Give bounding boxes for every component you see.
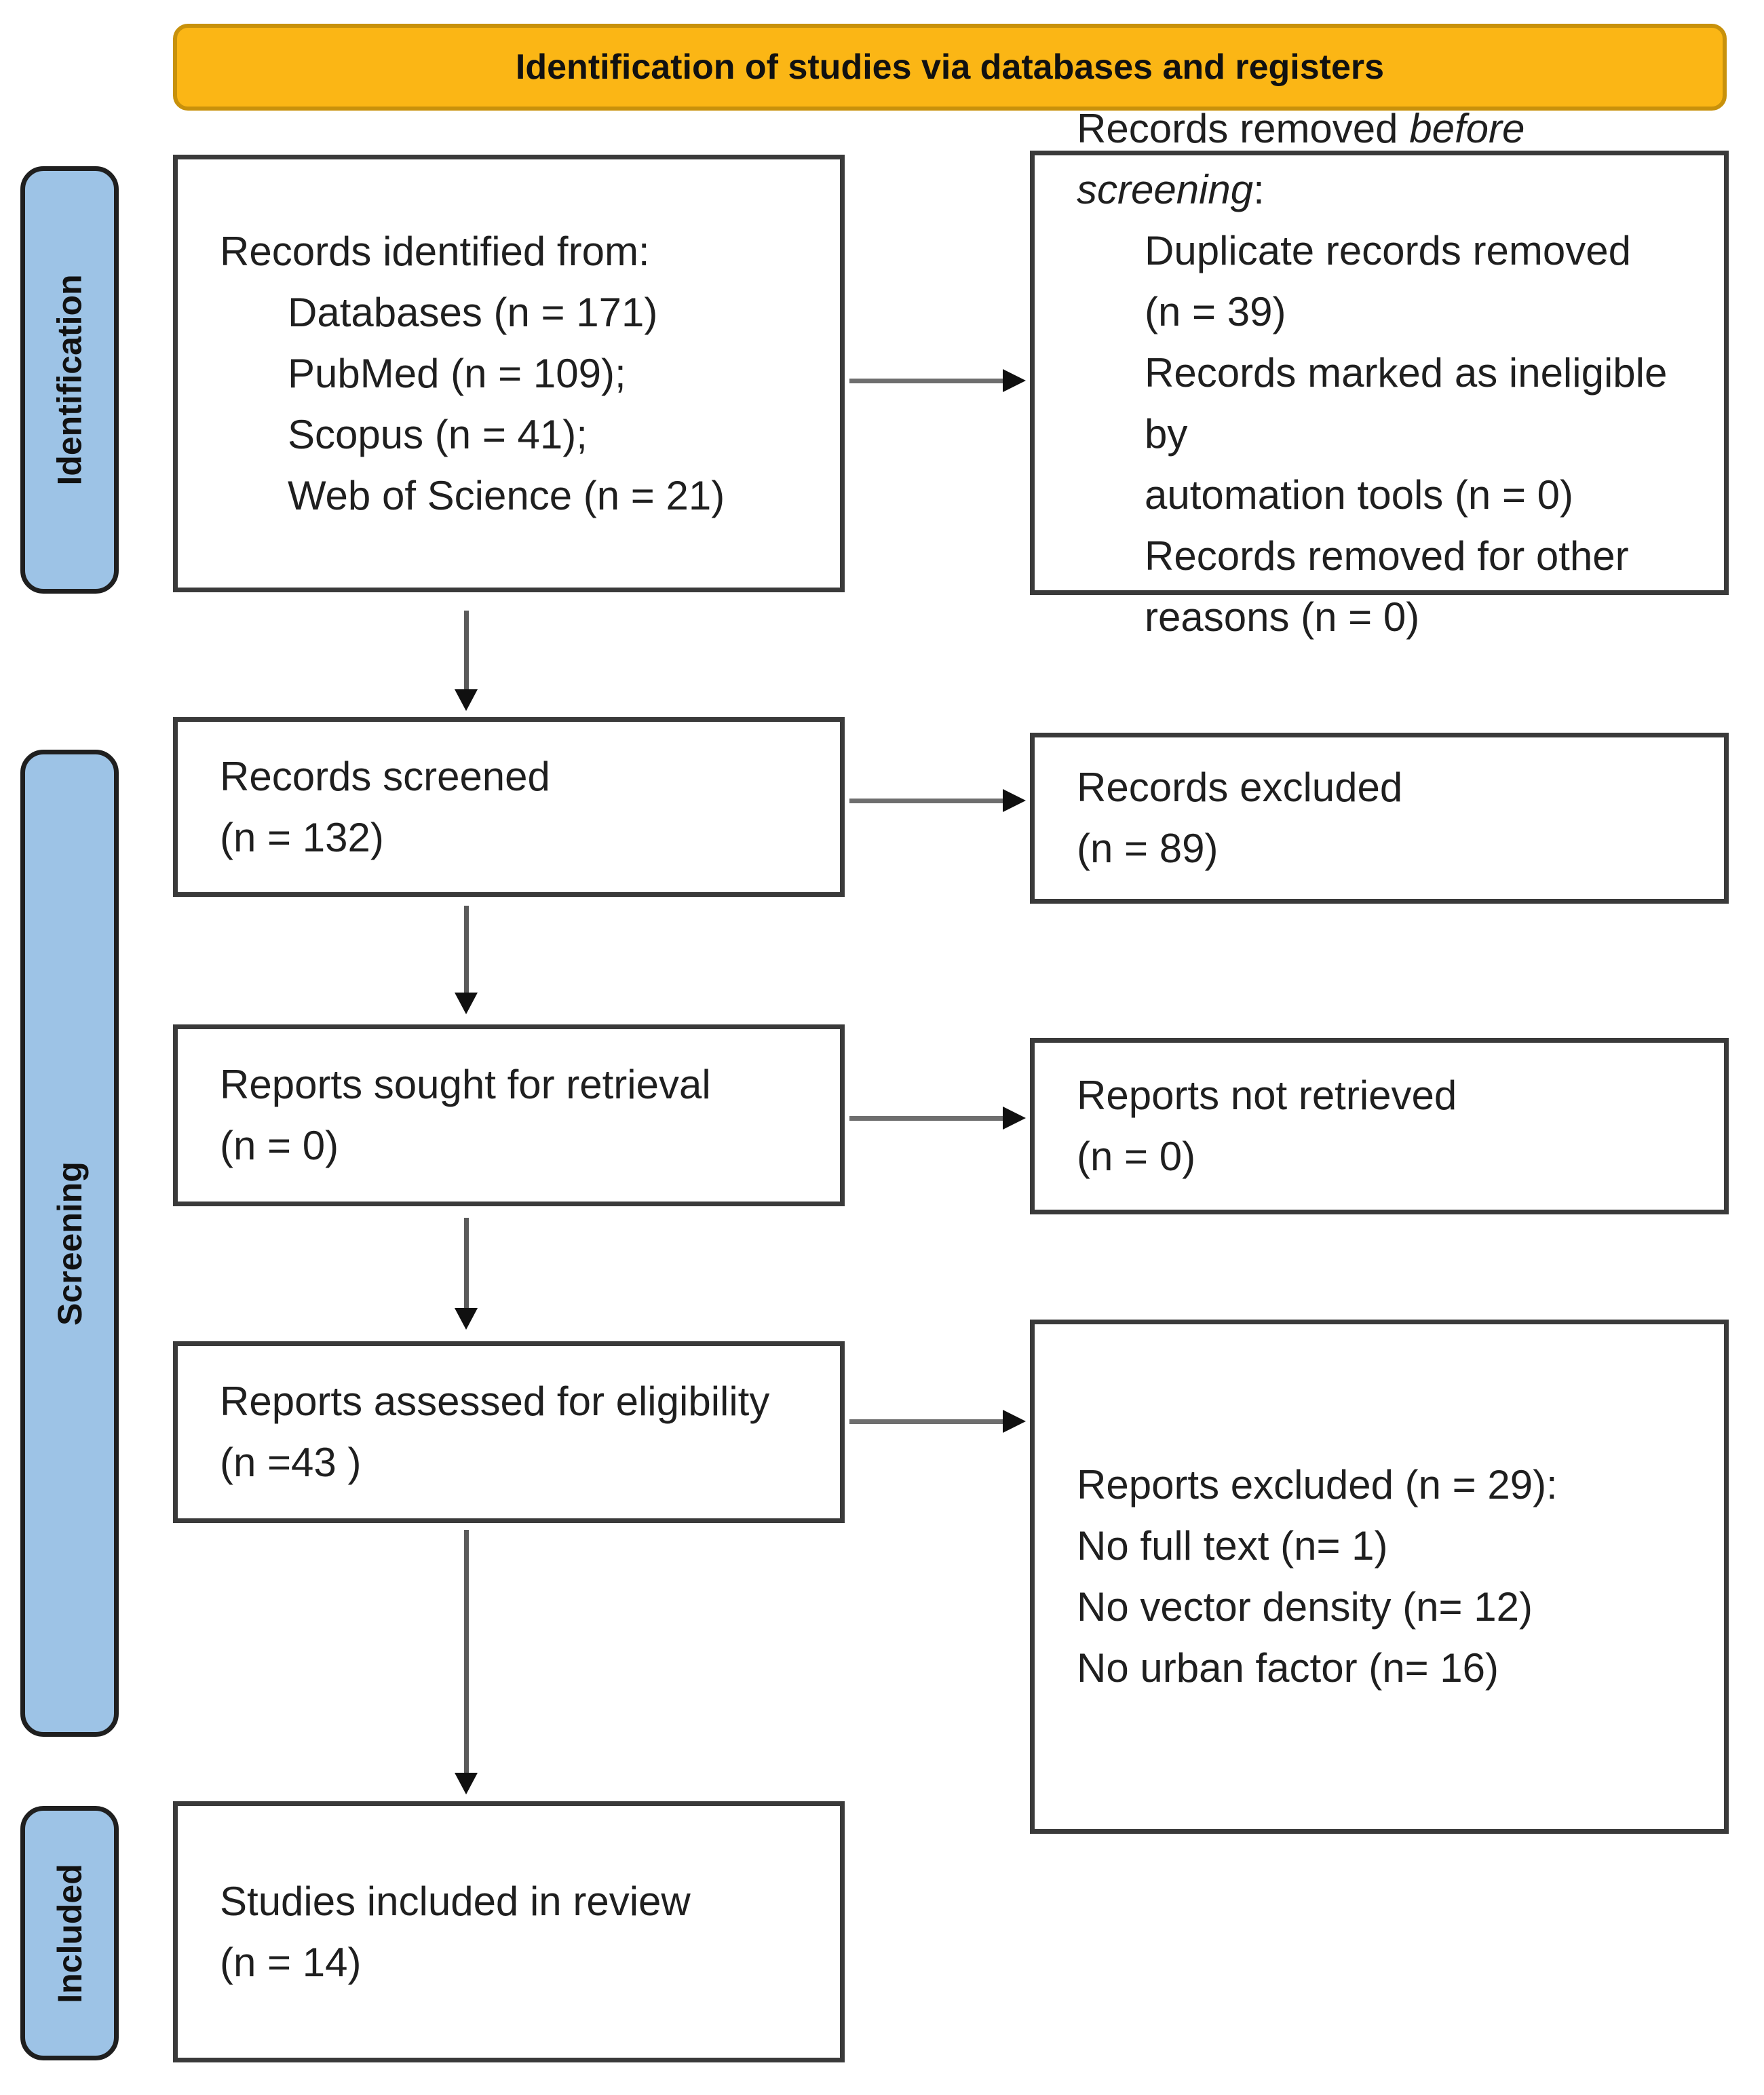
box-line: Scopus (n = 41); bbox=[288, 411, 588, 457]
box-line: Web of Science (n = 21) bbox=[288, 472, 725, 518]
box-line: reasons (n = 0) bbox=[1145, 594, 1420, 640]
box-line: Records removed before screening: bbox=[1077, 98, 1704, 220]
arrow-down-icon bbox=[455, 1308, 478, 1330]
stage-identification-label: Identification bbox=[50, 274, 89, 486]
box-line: No full text (n= 1) bbox=[1077, 1523, 1388, 1569]
arrow-shaft bbox=[849, 1419, 1005, 1424]
box-line-italic-text: before screening bbox=[1077, 105, 1525, 212]
box-line: (n = 132) bbox=[220, 814, 384, 860]
box-reports-not-retrieved: Reports not retrieved (n = 0) bbox=[1030, 1038, 1729, 1214]
arrow-right-icon bbox=[1003, 1410, 1026, 1433]
box-records-screened: Records screened (n = 132) bbox=[173, 717, 845, 897]
arrow-down-icon bbox=[455, 689, 478, 711]
box-line: Records identified from: bbox=[220, 228, 650, 274]
box-line: Reports sought for retrieval bbox=[220, 1062, 711, 1107]
box-records-identified: Records identified from: Databases (n = … bbox=[173, 155, 845, 592]
box-line-text: Records removed bbox=[1077, 105, 1410, 151]
box-line: Databases (n = 171) bbox=[288, 289, 658, 335]
stage-included: Included bbox=[20, 1806, 119, 2060]
box-line: Studies included in review bbox=[220, 1878, 691, 1924]
arrow-assessed-to-included bbox=[453, 1530, 480, 1794]
arrow-shaft bbox=[849, 1116, 1005, 1121]
stage-screening: Screening bbox=[20, 750, 119, 1737]
box-line: No urban factor (n= 16) bbox=[1077, 1645, 1499, 1691]
arrow-down-icon bbox=[455, 1773, 478, 1794]
box-line: Reports assessed for eligibility bbox=[220, 1379, 770, 1424]
box-line: (n = 14) bbox=[220, 1939, 362, 1985]
box-reports-sought: Reports sought for retrieval (n = 0) bbox=[173, 1024, 845, 1206]
box-line: (n =43 ) bbox=[220, 1440, 362, 1485]
box-records-removed: Records removed before screening: Duplic… bbox=[1030, 106, 1729, 640]
arrow-identified-to-screened bbox=[453, 611, 480, 711]
arrow-down-icon bbox=[455, 993, 478, 1014]
arrow-shaft bbox=[464, 1218, 469, 1311]
box-line: (n = 0) bbox=[1077, 1134, 1196, 1179]
arrow-shaft bbox=[464, 611, 469, 692]
arrow-screened-to-excluded bbox=[849, 788, 1026, 813]
box-studies-included: Studies included in review (n = 14) bbox=[173, 1801, 845, 2062]
box-line: No vector density (n= 12) bbox=[1077, 1584, 1533, 1630]
box-line-text: : bbox=[1253, 166, 1265, 212]
box-line: Reports excluded (n = 29): bbox=[1077, 1462, 1558, 1507]
arrow-right-icon bbox=[1003, 789, 1026, 812]
arrow-sought-to-not-retrieved bbox=[849, 1105, 1026, 1131]
arrow-right-icon bbox=[1003, 369, 1026, 392]
box-line: (n = 0) bbox=[220, 1123, 339, 1168]
box-line: Records removed for other bbox=[1145, 533, 1629, 579]
arrow-sought-to-assessed bbox=[453, 1218, 480, 1330]
box-line: (n = 89) bbox=[1077, 826, 1219, 871]
stage-included-label: Included bbox=[50, 1863, 89, 2003]
box-line: (n = 39) bbox=[1145, 288, 1286, 334]
arrow-shaft bbox=[849, 379, 1005, 383]
arrow-shaft bbox=[849, 799, 1005, 803]
box-line: automation tools (n = 0) bbox=[1145, 472, 1574, 518]
arrow-shaft bbox=[464, 1530, 469, 1775]
box-line: Records marked as ineligible by bbox=[1145, 349, 1668, 457]
arrow-identified-to-removed bbox=[849, 368, 1026, 393]
box-reports-excluded: Reports excluded (n = 29): No full text … bbox=[1030, 1320, 1729, 1834]
title-banner-label: Identification of studies via databases … bbox=[515, 47, 1385, 87]
stage-identification: Identification bbox=[20, 166, 119, 594]
arrow-screened-to-sought bbox=[453, 906, 480, 1014]
title-banner: Identification of studies via databases … bbox=[173, 24, 1727, 111]
arrow-assessed-to-reports-excluded bbox=[849, 1408, 1026, 1434]
box-reports-assessed: Reports assessed for eligibility (n =43 … bbox=[173, 1341, 845, 1523]
box-line: Records excluded bbox=[1077, 765, 1403, 810]
box-line: Duplicate records removed bbox=[1145, 227, 1631, 273]
box-line: Reports not retrieved bbox=[1077, 1073, 1457, 1118]
box-line: Records screened bbox=[220, 753, 550, 799]
box-line: PubMed (n = 109); bbox=[288, 350, 626, 396]
box-records-excluded: Records excluded (n = 89) bbox=[1030, 733, 1729, 904]
arrow-right-icon bbox=[1003, 1107, 1026, 1130]
stage-screening-label: Screening bbox=[50, 1161, 89, 1326]
arrow-shaft bbox=[464, 906, 469, 995]
